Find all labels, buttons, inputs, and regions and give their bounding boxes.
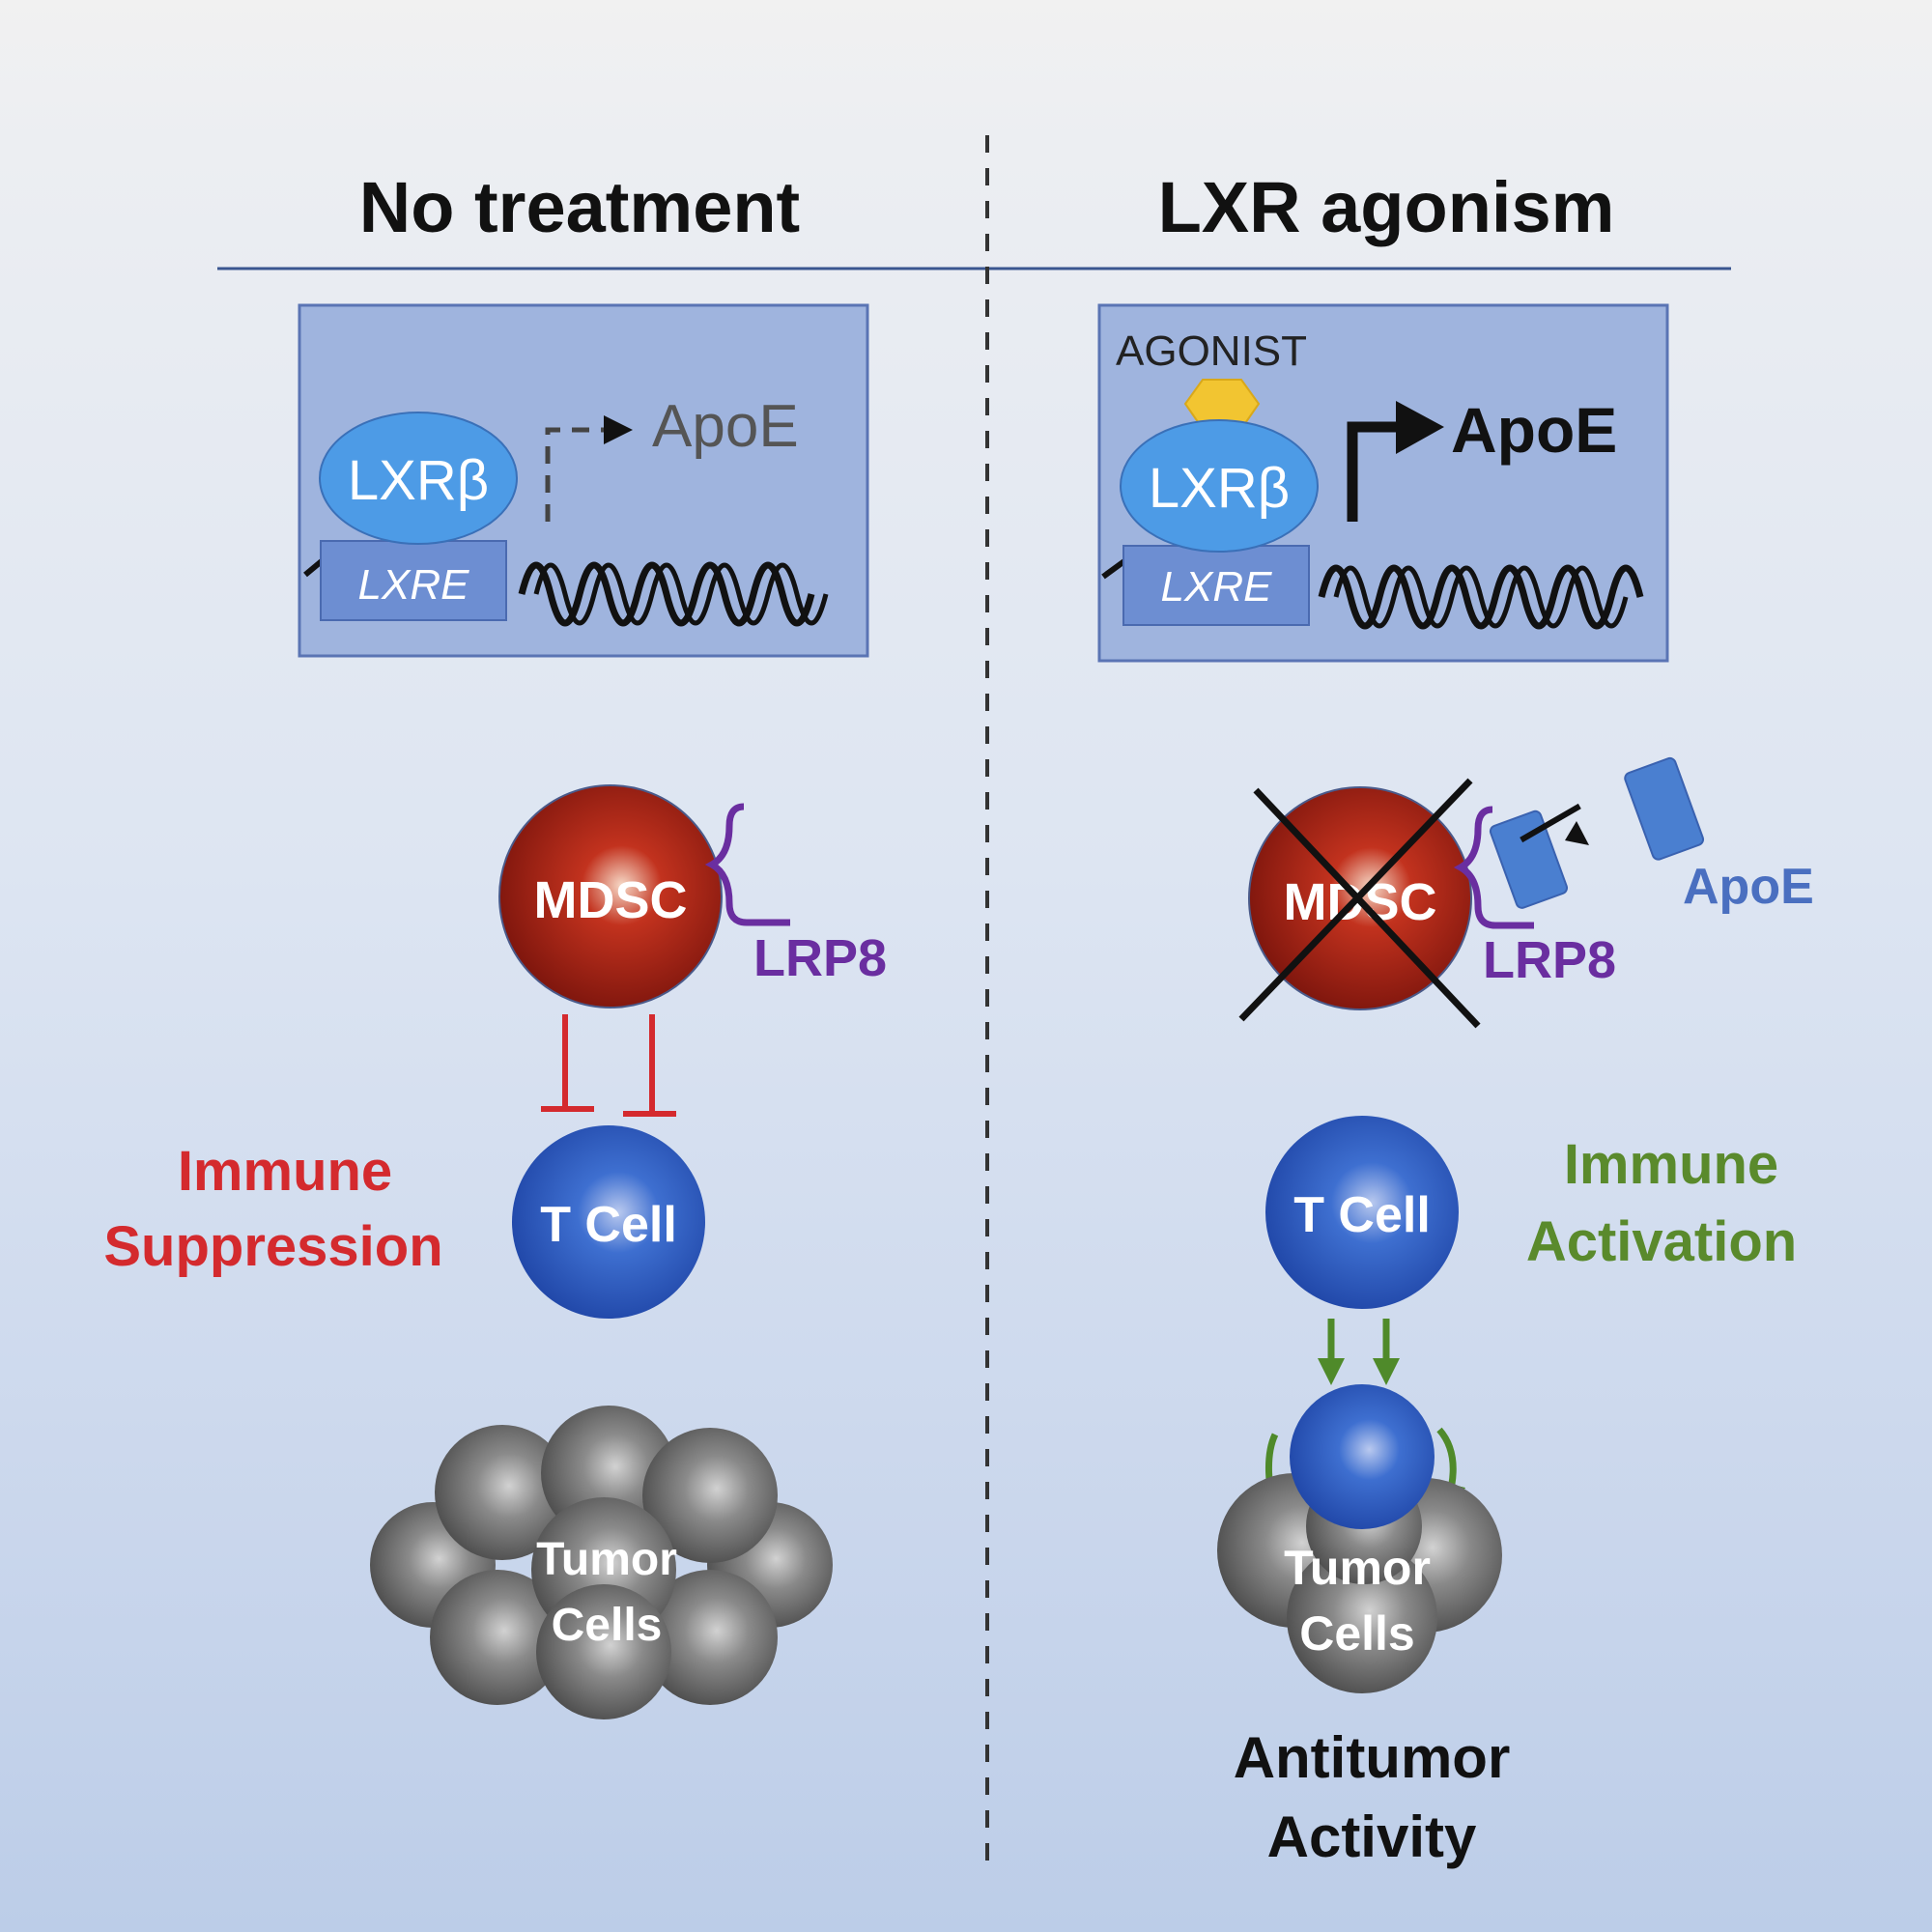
left-gene-box: LXRE LXRβ ApoE bbox=[298, 303, 869, 658]
lrp8-receptor-icon bbox=[1453, 806, 1534, 929]
lxr-beta-receptor bbox=[319, 412, 518, 545]
left-heading: No treatment bbox=[359, 167, 800, 247]
active-transcription-arrow bbox=[1347, 421, 1401, 522]
lrp8-receptor-icon bbox=[704, 803, 790, 926]
tcell-label: T Cell bbox=[540, 1197, 677, 1253]
apoe-gene-label: ApoE bbox=[652, 393, 799, 460]
inactive-transcription-arrow bbox=[545, 415, 633, 522]
right-gene-box: LXRE AGONIST LXRβ ApoE bbox=[1097, 303, 1669, 663]
apoe-free-protein bbox=[1624, 756, 1705, 861]
immune-suppression-line1: Immune bbox=[178, 1140, 392, 1203]
dna-helix bbox=[518, 561, 815, 627]
left-mdsc: MDSC bbox=[498, 784, 723, 1009]
antitumor-activity-line1: Antitumor bbox=[1234, 1725, 1511, 1790]
binding-arrow bbox=[1520, 803, 1581, 843]
apoe-protein-label: ApoE bbox=[1683, 859, 1814, 915]
lrp8-label: LRP8 bbox=[753, 929, 887, 987]
agonist-label: AGONIST bbox=[1116, 327, 1307, 375]
left-tumor-cluster: Tumor Cells bbox=[370, 1406, 833, 1719]
lrp8-label: LRP8 bbox=[1483, 931, 1616, 989]
lxre-label: LXRE bbox=[358, 561, 470, 609]
right-heading: LXR agonism bbox=[1158, 167, 1615, 247]
right-tcell: T Cell bbox=[1265, 1116, 1459, 1309]
immune-suppression-line2: Suppression bbox=[103, 1215, 442, 1278]
right-mdsc-eliminated: MDSC bbox=[1238, 778, 1481, 1029]
lxre-element bbox=[320, 540, 507, 621]
lxre-label: LXRE bbox=[1161, 563, 1273, 611]
tumor-label-line1: Tumor bbox=[1284, 1541, 1431, 1595]
lxre-element bbox=[1122, 545, 1310, 626]
lxr-beta-label: LXRβ bbox=[1149, 457, 1290, 520]
apoe-gene-label: ApoE bbox=[1451, 394, 1617, 466]
lxr-beta-label: LXRβ bbox=[348, 449, 489, 512]
activated-tcell bbox=[1290, 1384, 1435, 1529]
immune-activation-line2: Activation bbox=[1526, 1210, 1797, 1273]
tcell-label: T Cell bbox=[1293, 1187, 1431, 1243]
dna-helix bbox=[1318, 564, 1644, 630]
tumor-label-line1: Tumor bbox=[536, 1534, 677, 1585]
mdsc-label: MDSC bbox=[534, 871, 688, 929]
inhibition-arrows bbox=[541, 1014, 676, 1117]
antitumor-activity-line2: Activity bbox=[1267, 1804, 1477, 1869]
right-tumor-cluster: Tumor Cells bbox=[1217, 1384, 1502, 1693]
cross-icon bbox=[1253, 787, 1481, 1029]
left-tcell: T Cell bbox=[512, 1125, 705, 1319]
tumor-label-line2: Cells bbox=[1299, 1606, 1415, 1661]
immune-activation-line1: Immune bbox=[1564, 1133, 1778, 1196]
lxr-beta-receptor bbox=[1120, 419, 1319, 553]
tumor-label-line2: Cells bbox=[552, 1600, 663, 1651]
apoe-bound-protein bbox=[1489, 810, 1569, 909]
